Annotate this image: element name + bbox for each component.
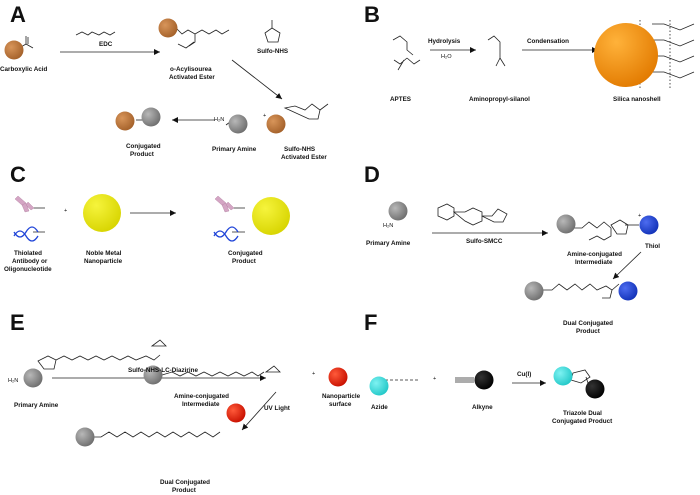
panel-e-diagram <box>37 339 281 438</box>
conjugated-product-label-c: Conjugated <box>228 250 263 257</box>
panel-letter-e: E <box>10 310 25 335</box>
hydrolysis-label: Hydrolysis <box>428 38 461 45</box>
dual-conjugated-label-d-2: Product <box>576 328 600 335</box>
sulfo-nhs-ester-label: Sulfo-NHS <box>284 146 316 153</box>
triazole-product-label-2: Conjugated Product <box>552 418 613 425</box>
panel-letter-a: A <box>10 2 26 27</box>
panel-d-diagram <box>432 203 642 299</box>
azide-particle <box>369 376 389 396</box>
oligonucleotide-label: Oligonucleotide <box>4 266 52 273</box>
alkyne-label: Alkyne <box>472 404 493 411</box>
plus-sign-f: + <box>433 376 437 382</box>
surface-label: surface <box>329 401 352 408</box>
product-brown-particle <box>115 111 135 131</box>
dual-product-red-e <box>226 403 246 423</box>
amine-formula-a: H₂N <box>214 117 225 123</box>
plus-sign-a: + <box>263 113 267 119</box>
antibody-label: Antibody or <box>12 258 48 265</box>
amine-conjugated-label-e: Amine-conjugated <box>174 393 229 400</box>
dna-helix-icon <box>13 226 239 242</box>
panel-letter-c: C <box>10 162 26 187</box>
diazirine-reagent-label: Sulfo-NHS-LC-Diazirine <box>128 367 198 374</box>
plus-sign-e: + <box>312 371 316 377</box>
intermediate-label-e: Intermediate <box>182 401 220 408</box>
copper-catalyst-label: Cu(I) <box>517 371 532 378</box>
amine-conjugated-label-d: Amine-conjugated <box>567 251 622 258</box>
sulfo-smcc-label: Sulfo-SMCC <box>466 238 503 245</box>
intermediate-particle-d <box>556 214 576 234</box>
particles <box>4 18 659 447</box>
triazole-cyan-particle <box>553 366 573 386</box>
amine-particle-a <box>228 114 248 134</box>
uv-light-label: UV Light <box>264 405 290 412</box>
aptes-label: APTES <box>390 96 411 103</box>
conjugated-metal-particle <box>252 197 290 235</box>
antibody-icon <box>14 195 235 213</box>
panel-letter-b: B <box>364 2 380 27</box>
noble-metal-particle <box>83 194 121 232</box>
amine-particle-e <box>23 368 43 388</box>
amine-particle-d <box>388 201 408 221</box>
primary-amine-label-d: Primary Amine <box>366 240 411 247</box>
plus-sign-d: + <box>638 213 642 219</box>
sulfo-nhs-label: Sulfo-NHS <box>257 48 289 55</box>
dual-conjugated-label-d: Dual Conjugated <box>563 320 614 327</box>
triazole-black-particle <box>585 379 605 399</box>
silica-particle <box>594 23 658 87</box>
water-label: H₂O <box>441 54 452 60</box>
azide-label: Azide <box>371 404 388 411</box>
panel-a-diagram <box>15 20 329 126</box>
carboxylic-acid-label: Carboxylic Acid <box>0 66 48 73</box>
thiol-particle <box>639 215 659 235</box>
condensation-label: Condensation <box>527 38 569 45</box>
panel-letter-d: D <box>364 162 380 187</box>
surface-particle <box>328 367 348 387</box>
edc-reagent-label: EDC <box>99 41 113 48</box>
acylisourea-label: o-Acylisourea <box>170 66 212 73</box>
dual-conjugated-label-e: Dual Conjugated <box>160 479 211 486</box>
noble-metal-label: Noble Metal <box>86 250 122 257</box>
triazole-product-label: Triazole Dual <box>563 410 602 417</box>
alkyne-particle <box>474 370 494 390</box>
amine-formula-e: H₂N <box>8 378 19 384</box>
ester-particle <box>266 114 286 134</box>
acylisourea-ester-label: Activated Ester <box>169 74 215 81</box>
primary-amine-label-a: Primary Amine <box>212 146 257 153</box>
acylisourea-particle <box>158 18 178 38</box>
conjugated-product-label-c-2: Product <box>232 258 256 265</box>
conjugated-product-label-a: Conjugated <box>126 143 161 150</box>
plus-sign-c: + <box>64 208 68 214</box>
sulfo-nhs-ester-label-2: Activated Ester <box>281 154 327 161</box>
nanoparticle-label-c: Nanoparticle <box>84 258 123 265</box>
dual-product-grey-e <box>75 427 95 447</box>
product-grey-particle <box>141 107 161 127</box>
dual-conjugated-label-e-2: Product <box>172 487 196 494</box>
thiolated-label: Thiolated <box>14 250 42 257</box>
carboxyl-particle <box>4 40 24 60</box>
aminopropyl-silanol-label: Aminopropyl-silanol <box>469 96 530 103</box>
silica-nanoshell-label: Silica nanoshell <box>613 96 661 103</box>
conjugated-product-label-a-2: Product <box>130 151 154 158</box>
primary-amine-label-e: Primary Amine <box>14 402 59 409</box>
intermediate-particle-e <box>143 365 163 385</box>
nanoparticle-surface-label: Nanoparticle <box>322 393 361 400</box>
dual-product-grey-d <box>524 281 544 301</box>
amine-formula-d: H₂N <box>383 223 394 229</box>
intermediate-label-d: Intermediate <box>575 259 613 266</box>
thiol-label: Thiol <box>645 243 661 250</box>
dual-product-blue-d <box>618 281 638 301</box>
panel-letter-f: F <box>364 310 378 335</box>
